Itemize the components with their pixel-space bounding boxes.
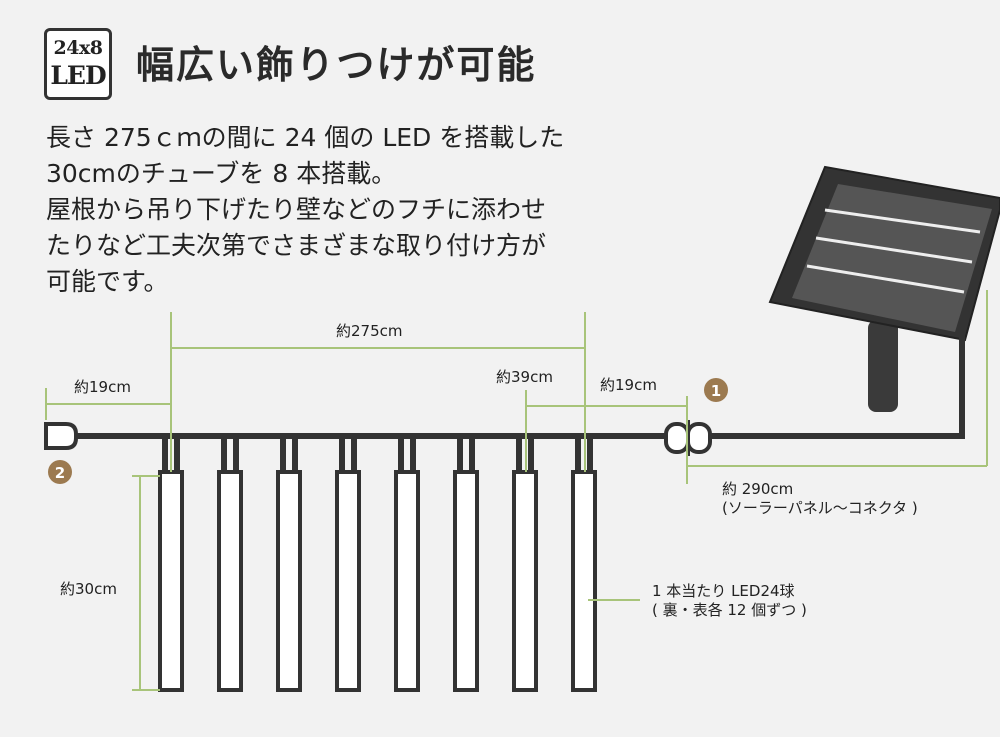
label-tube-led: 1 本当たり LED24球 (652, 582, 795, 600)
page-title: 幅広い飾りつけが可能 (136, 43, 537, 87)
marker-1-text: 1 (711, 382, 721, 400)
description-line: 30cmのチューブを 8 本搭載。 (46, 159, 397, 188)
description-line: たりなど工夫次第でさまざまな取り付け方が (46, 231, 547, 260)
solar-panel (768, 165, 1000, 412)
label-length-39: 約39cm (496, 368, 553, 386)
description-line: 長さ 275ｃｍの間に 24 個の LED を搭載した (46, 123, 565, 152)
led-tube (394, 470, 420, 692)
description-line: 可能です。 (46, 267, 169, 296)
badge-top-text: 24x8 (53, 37, 104, 59)
marker-2-text: 2 (55, 464, 65, 482)
led-tube (453, 470, 479, 692)
description: 長さ 275ｃｍの間に 24 個の LED を搭載した 30cmのチューブを 8… (46, 120, 666, 300)
solar-panel-cells (792, 184, 992, 332)
24x8-led-badge: 24x8 LED (44, 28, 112, 100)
end-cap (44, 422, 78, 450)
led-tube (512, 470, 538, 692)
marker-1-badge: 1 (704, 378, 728, 402)
label-tube-led-note: ( 裏・表各 12 個ずつ ) (652, 601, 807, 619)
marker-2-badge: 2 (48, 460, 72, 484)
led-tube (276, 470, 302, 692)
led-tubes (158, 470, 597, 692)
main-cable (74, 320, 965, 472)
badge-bottom-text: LED (50, 61, 106, 90)
dimension-lines (45, 290, 988, 691)
label-length-19-left: 約19cm (74, 378, 131, 396)
tube-branches (162, 436, 593, 472)
led-tube (335, 470, 361, 692)
led-tube (158, 470, 184, 692)
panel-cable (706, 320, 965, 439)
label-length-290-note: (ソーラーパネル～コネクタ ) (722, 499, 918, 517)
label-length-275: 約275cm (336, 322, 403, 340)
led-tube (217, 470, 243, 692)
label-tube-length: 約30cm (60, 580, 117, 598)
label-length-290: 約 290cm (722, 480, 794, 498)
solar-panel-stake (868, 320, 898, 412)
description-line: 屋根から吊り下げたり壁などのフチに添わせ (46, 195, 547, 224)
label-length-19-right: 約19cm (600, 376, 657, 394)
led-tube (571, 470, 597, 692)
